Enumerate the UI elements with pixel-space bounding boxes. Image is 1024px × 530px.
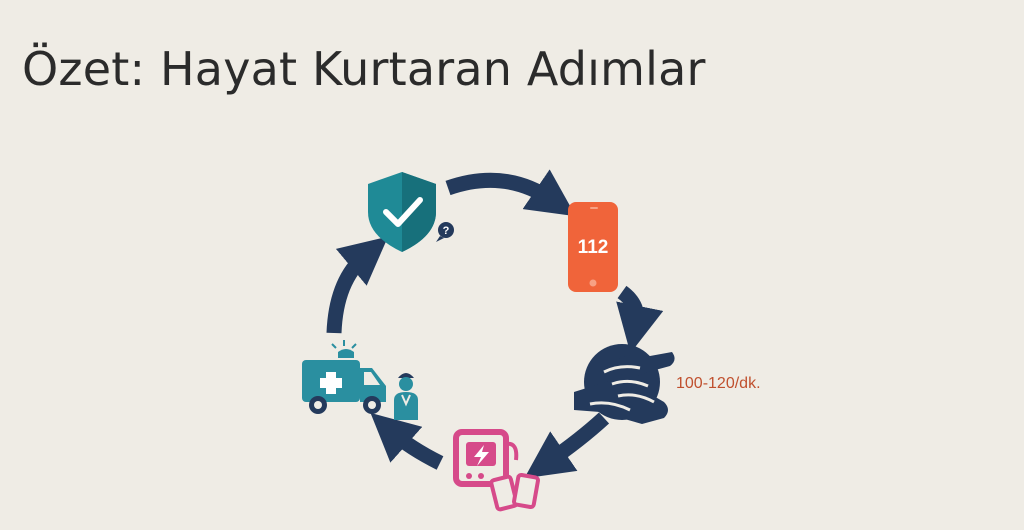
arrow-safety-to-call <box>445 169 576 217</box>
hands-cpr-icon <box>574 344 675 424</box>
arrow-call-to-compression <box>616 285 664 354</box>
compression-rate-label: 100-120/dk. <box>676 375 761 392</box>
shield-check-icon <box>368 172 436 252</box>
arrow-ambulance-to-safety <box>326 236 389 334</box>
defibrillator-icon <box>453 429 540 512</box>
page-title: Özet: Hayat Kurtaran Adımlar <box>22 42 706 96</box>
emergency-number: 112 <box>578 237 609 258</box>
ambulance-icon <box>302 340 386 414</box>
arrow-aed-to-ambulance <box>370 412 444 470</box>
question-badge: ? <box>443 225 450 237</box>
phone-icon: 112 <box>568 202 618 292</box>
paramedic-icon <box>394 373 418 420</box>
arrow-compression-to-aed <box>524 412 610 479</box>
question-bubble-icon: ? <box>436 222 454 242</box>
cycle-arrows <box>326 169 664 479</box>
